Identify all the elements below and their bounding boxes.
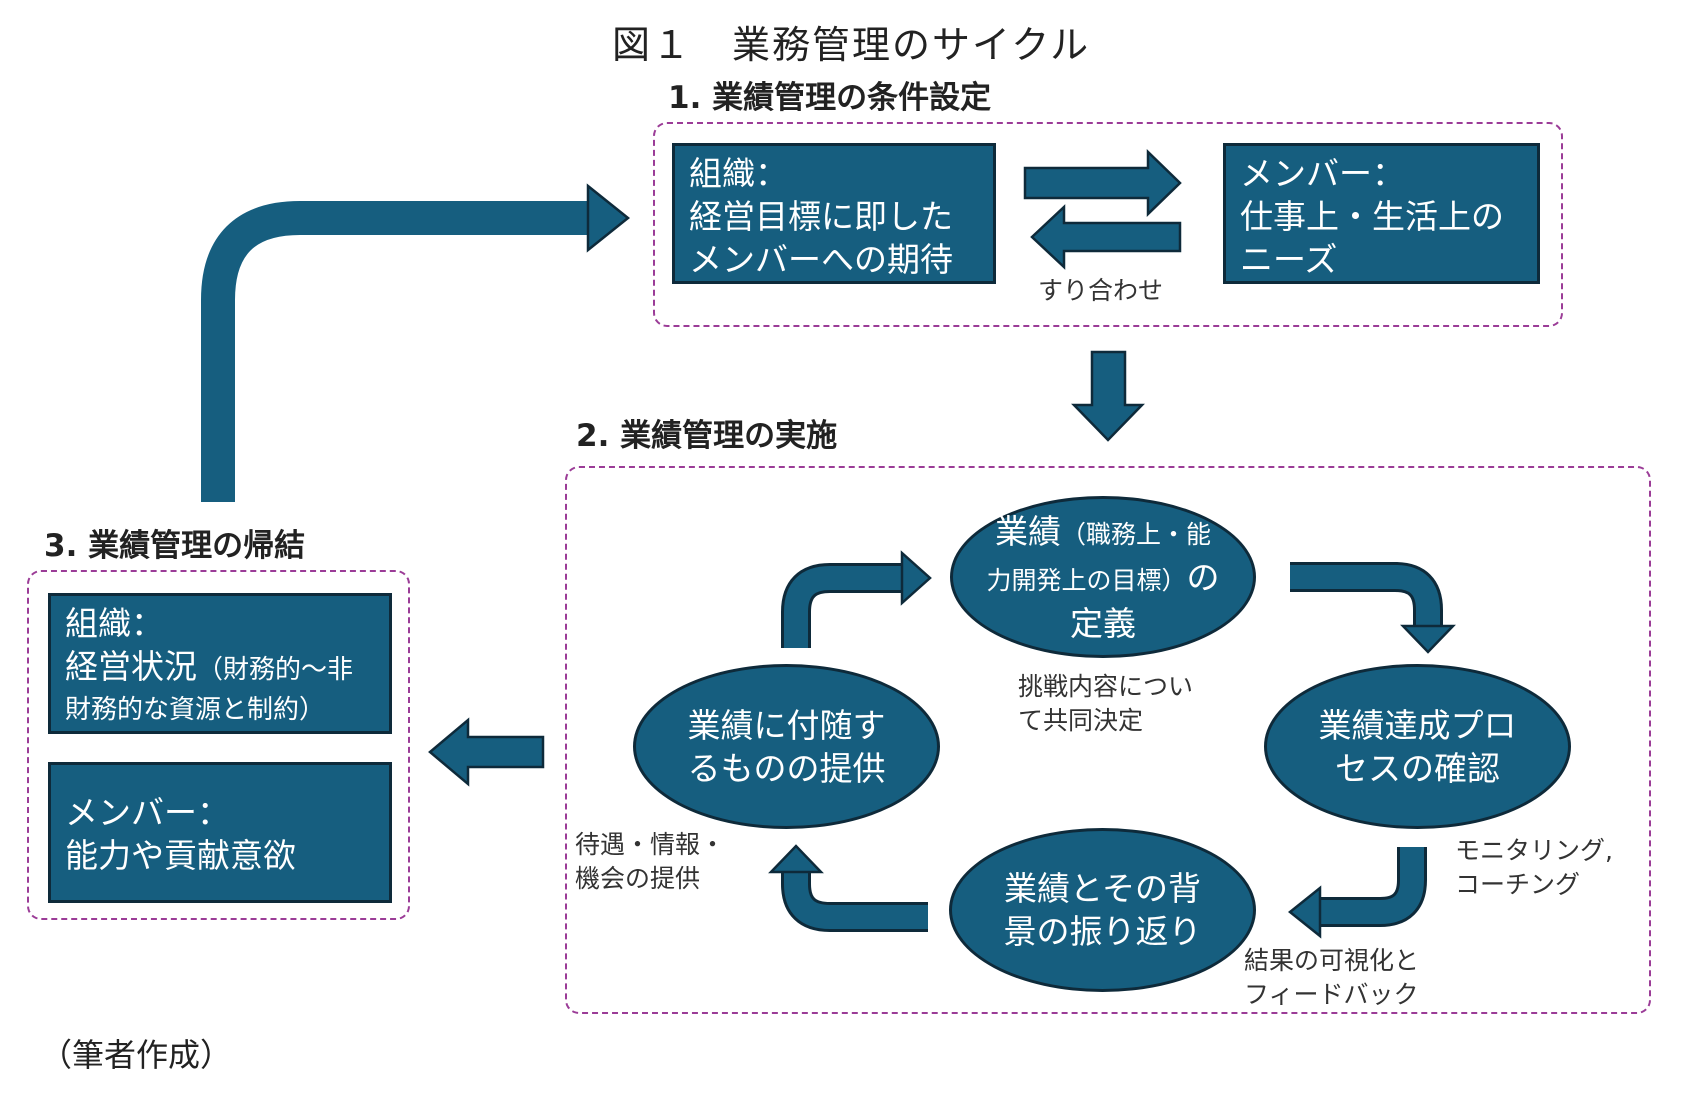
exchange-label: すり合わせ (1038, 276, 1164, 305)
org-expectation-line2: 経営目標に即した (689, 197, 953, 236)
return-arrow (201, 183, 631, 502)
cycle-arrow-define-to-confirm (1290, 562, 1456, 654)
reflect-note: 結果の可視化と フィードバック (1244, 944, 1419, 1012)
confirm-note: モニタリング, コーチング (1455, 834, 1613, 902)
member-result-line2: 能力や貢献意欲 (65, 836, 296, 875)
exchange-left-arrow (1030, 204, 1182, 270)
org-result-line3: 財務的な資源と制約） (65, 695, 326, 725)
org-expectation-line3: メンバーへの期待 (689, 240, 953, 279)
provide-line1: 業績に付随す (687, 705, 886, 745)
figure-credit: （筆者作成） (40, 1036, 233, 1074)
org-result-line1: 組織： (65, 604, 164, 643)
section3-frame (27, 570, 410, 920)
exchange-right-arrow (1023, 149, 1182, 217)
define-note: 挑戦内容につい て共同決定 (1018, 670, 1193, 738)
reflect-line1: 業績とその背 (1003, 869, 1201, 908)
section1-title: 1. 業績管理の条件設定 (668, 80, 992, 116)
cycle-arrow-provide-to-define (781, 550, 932, 648)
confirm-note-line2: コーチング (1455, 870, 1581, 899)
section3-member-box: メンバー： 能力や貢献意欲 (48, 762, 392, 903)
define-tail: の定義 (1070, 557, 1220, 643)
define-note-line2: て共同決定 (1018, 706, 1144, 735)
section3-title: 3. 業績管理の帰結 (44, 528, 306, 564)
org-expectation-line1: 組織： (689, 154, 788, 193)
left-arrow (428, 717, 545, 787)
cycle-arrow-reflect-to-provide (768, 844, 928, 932)
define-note-line1: 挑戦内容につい (1018, 672, 1194, 701)
provide-note: 待遇・情報・ 機会の提供 (575, 828, 725, 896)
member-result-line1: メンバー： (65, 793, 230, 832)
org-result-line2b: （財務的〜非 (197, 655, 354, 685)
provide-line2: るものの提供 (687, 748, 886, 788)
confirm-line2: セスの確認 (1335, 748, 1500, 788)
org-result-line2a: 経営状況 (65, 647, 197, 686)
member-needs-line2: 仕事上・生活上の (1240, 197, 1504, 236)
provide-node: 業績に付随す るものの提供 (633, 664, 940, 829)
define-sub: （職務上・能力開発上の目標） (986, 519, 1211, 595)
define-main: 業績 (994, 511, 1061, 551)
confirm-note-line1: モニタリング, (1455, 836, 1613, 865)
member-needs-line1: メンバー： (1240, 154, 1405, 193)
section1-member-box: メンバー： 仕事上・生活上の ニーズ (1223, 143, 1540, 284)
provide-note-line1: 待遇・情報・ (575, 830, 726, 859)
section2-title: 2. 業績管理の実施 (576, 418, 838, 454)
section1-frame (653, 122, 1563, 327)
member-needs-line3: ニーズ (1240, 240, 1338, 279)
cycle-arrow-confirm-to-reflect (1287, 847, 1427, 939)
provide-note-line2: 機会の提供 (575, 864, 701, 893)
down-arrow (1071, 350, 1145, 442)
confirm-process-node: 業績達成プロ セスの確認 (1264, 664, 1571, 829)
define-performance-node: 業績（職務上・能力開発上の目標）の定義 (950, 496, 1256, 658)
section1-org-box: 組織： 経営目標に即した メンバーへの期待 (672, 143, 996, 284)
reflect-note-line2: フィードバック (1244, 980, 1419, 1009)
section2-frame (565, 466, 1651, 1014)
reflect-note-line1: 結果の可視化と (1244, 946, 1420, 975)
reflect-node: 業績とその背 景の振り返り (949, 828, 1256, 992)
confirm-line1: 業績達成プロ (1318, 705, 1517, 745)
figure-title: 図１ 業務管理のサイクル (612, 23, 1091, 67)
reflect-line2: 景の振り返り (1003, 912, 1202, 951)
section3-org-box: 組織： 経営状況（財務的〜非 財務的な資源と制約） (48, 593, 392, 734)
